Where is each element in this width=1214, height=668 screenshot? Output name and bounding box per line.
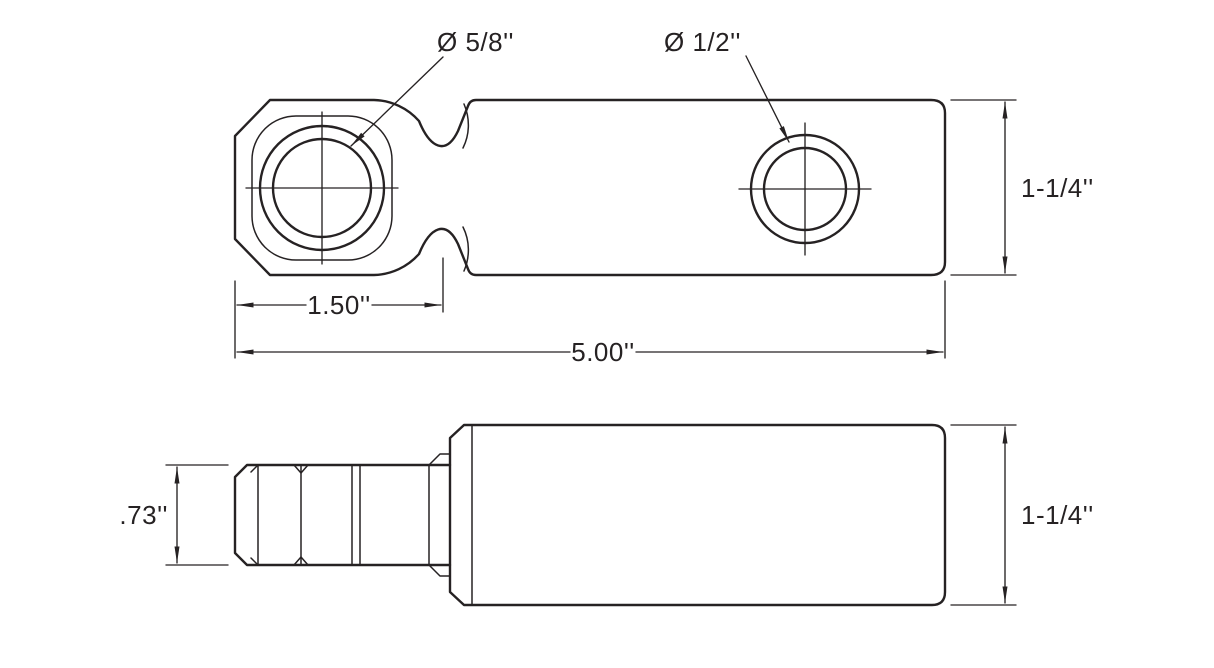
top-view-part-outline [233,98,947,277]
large-hole-diameter-label: Ø 5/8'' [437,27,514,57]
stud-height-dimension-label: .73'' [119,500,168,530]
leader-large-hole [350,56,444,147]
leader-small-hole [745,55,790,143]
side-view-stud-outline [233,463,452,567]
dimensions [165,55,1017,606]
top-view-height-dimension-label: 1-1/4'' [1021,173,1094,203]
stud-to-body-chamfer-bottom [428,564,451,577]
side-view-body-outline [448,423,947,607]
labels: Ø 5/8'' Ø 1/2'' 1-1/4'' 1.50'' 5.00'' 1-… [119,27,1093,530]
side-view [233,423,947,607]
stud-to-body-chamfer-top [428,453,451,466]
lug-width-dimension-label: 1.50'' [307,290,371,320]
overall-length-dimension-label: 5.00'' [571,337,635,367]
drawing-root: Ø 5/8'' Ø 1/2'' 1-1/4'' 1.50'' 5.00'' 1-… [119,27,1093,607]
small-hole-diameter-label: Ø 1/2'' [664,27,741,57]
side-view-height-dimension-label: 1-1/4'' [1021,500,1094,530]
stud-thread-chamfer-marks [250,464,309,566]
top-view-neck-chamfer-bottom [462,226,470,272]
top-view [233,98,947,277]
top-view-neck-chamfer-top [462,103,470,149]
